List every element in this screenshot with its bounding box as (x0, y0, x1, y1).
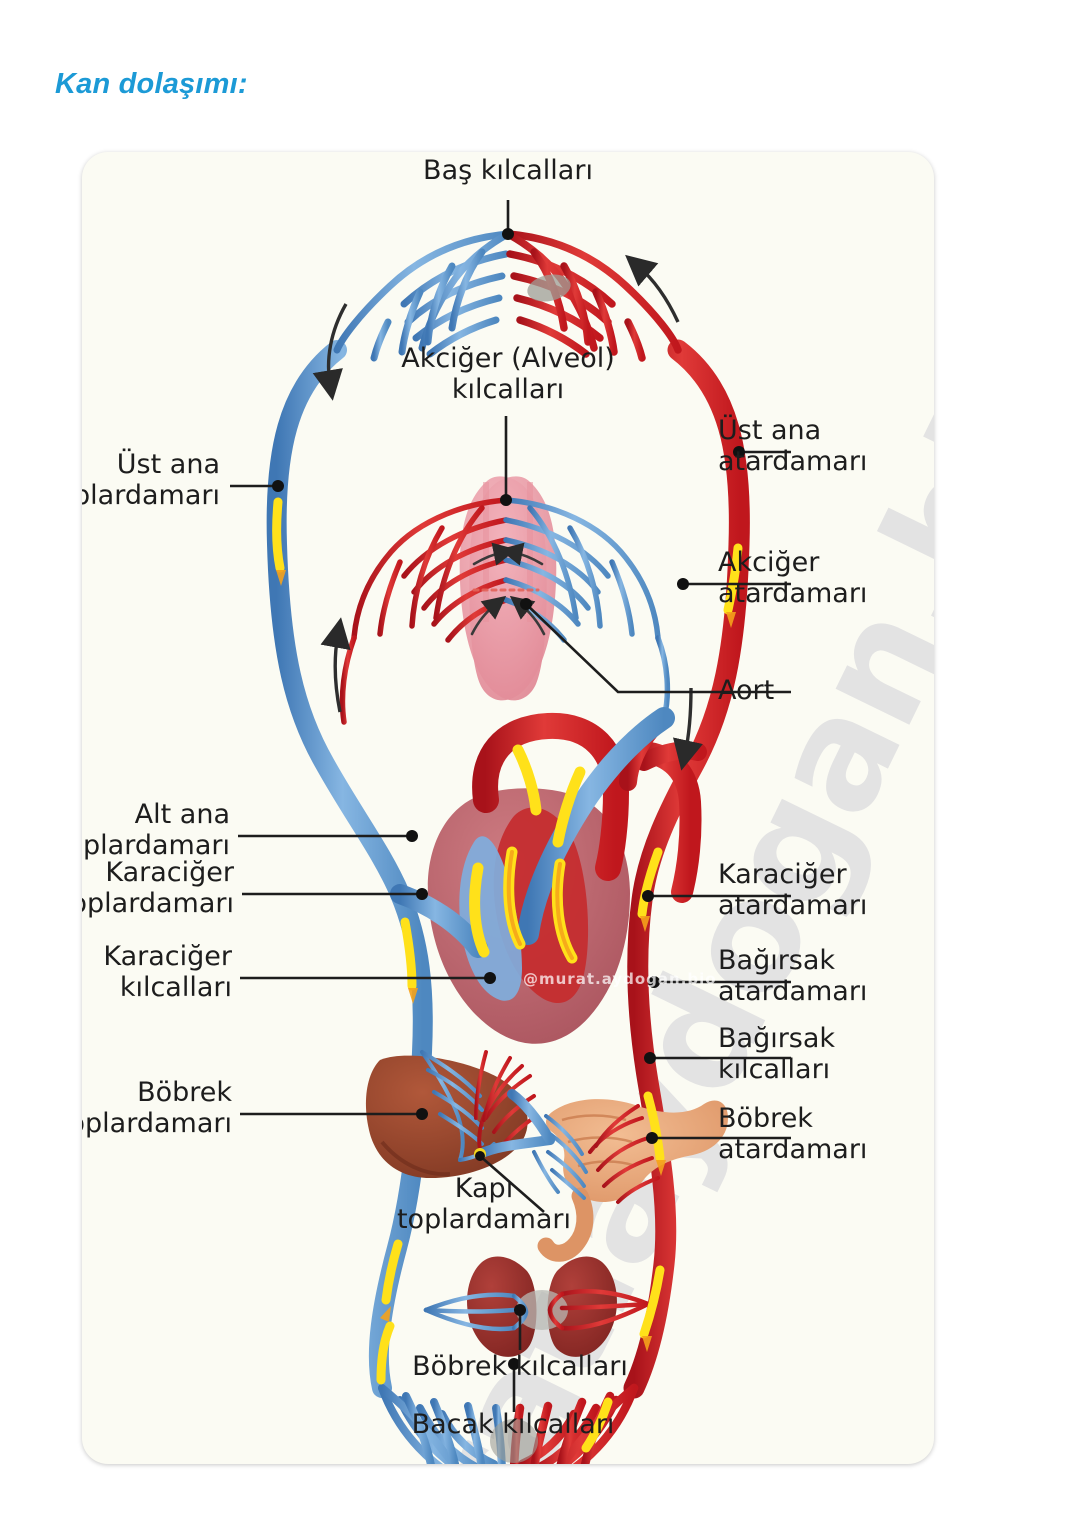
leader-lines (230, 200, 791, 1412)
lungs (459, 476, 557, 701)
arrow-up-right (625, 254, 680, 323)
label-bagirsak-kilcallari: Bağırsak kılcalları (718, 1023, 836, 1085)
label-bagirsak-atardamari: Bağırsak atardamarı (718, 945, 868, 1007)
direction-arrows (312, 254, 703, 771)
label-ust-ana-atardamari: Üst ana atardamarı (718, 415, 868, 477)
renal-capillary-bed (423, 1288, 651, 1332)
label-kapi-toplardamari: Kapı toplardamarı (396, 1173, 572, 1235)
arrow-down-left (312, 303, 348, 401)
label-alt-ana-toplardamari: Alt ana toplardamarı (82, 799, 230, 861)
label-akciger-alveol: Akciğer (Alveol) kılcalları (401, 343, 615, 405)
label-bobrek-atardamari: Böbrek atardamarı (718, 1103, 868, 1165)
arrow-up-left (320, 617, 351, 713)
label-bobrek-toplardamari: Böbrek toplardamarı (82, 1077, 232, 1139)
label-bobrek-kilcallari: Böbrek kılcalları (412, 1351, 628, 1382)
label-aort: Aort (718, 675, 775, 706)
label-bacak-kilcallari: Bacak kılcalları (411, 1409, 615, 1440)
heart (390, 707, 707, 1044)
arrow-down-right (673, 687, 703, 771)
label-ust-ana-toplardamari: Üst ana toplardamarı (82, 449, 220, 511)
head-capillary-bed (333, 230, 682, 362)
leg-capillary-bed (378, 1383, 639, 1464)
label-akciger-atardamari: Akciğer atardamarı (718, 547, 868, 609)
label-karaciger-atardamari: Karaciğer atardamarı (718, 859, 868, 921)
label-karaciger-toplardamari: Karaciğer toplardamarı (82, 857, 234, 919)
intestinal-capillary-bed (532, 1104, 660, 1204)
page-title: Kan dolaşımı: (55, 68, 248, 100)
circulation-illustration (230, 200, 791, 1464)
flow-arrows-yellow (272, 497, 743, 1453)
label-karaciger-kilcallari: Karaciğer kılcalları (103, 941, 232, 1003)
label-bas-kilcallari: Baş kılcalları (423, 155, 593, 186)
circulation-diagram-card: @murat.aydogan.bio (82, 152, 934, 1464)
leader-dots (272, 228, 745, 1370)
